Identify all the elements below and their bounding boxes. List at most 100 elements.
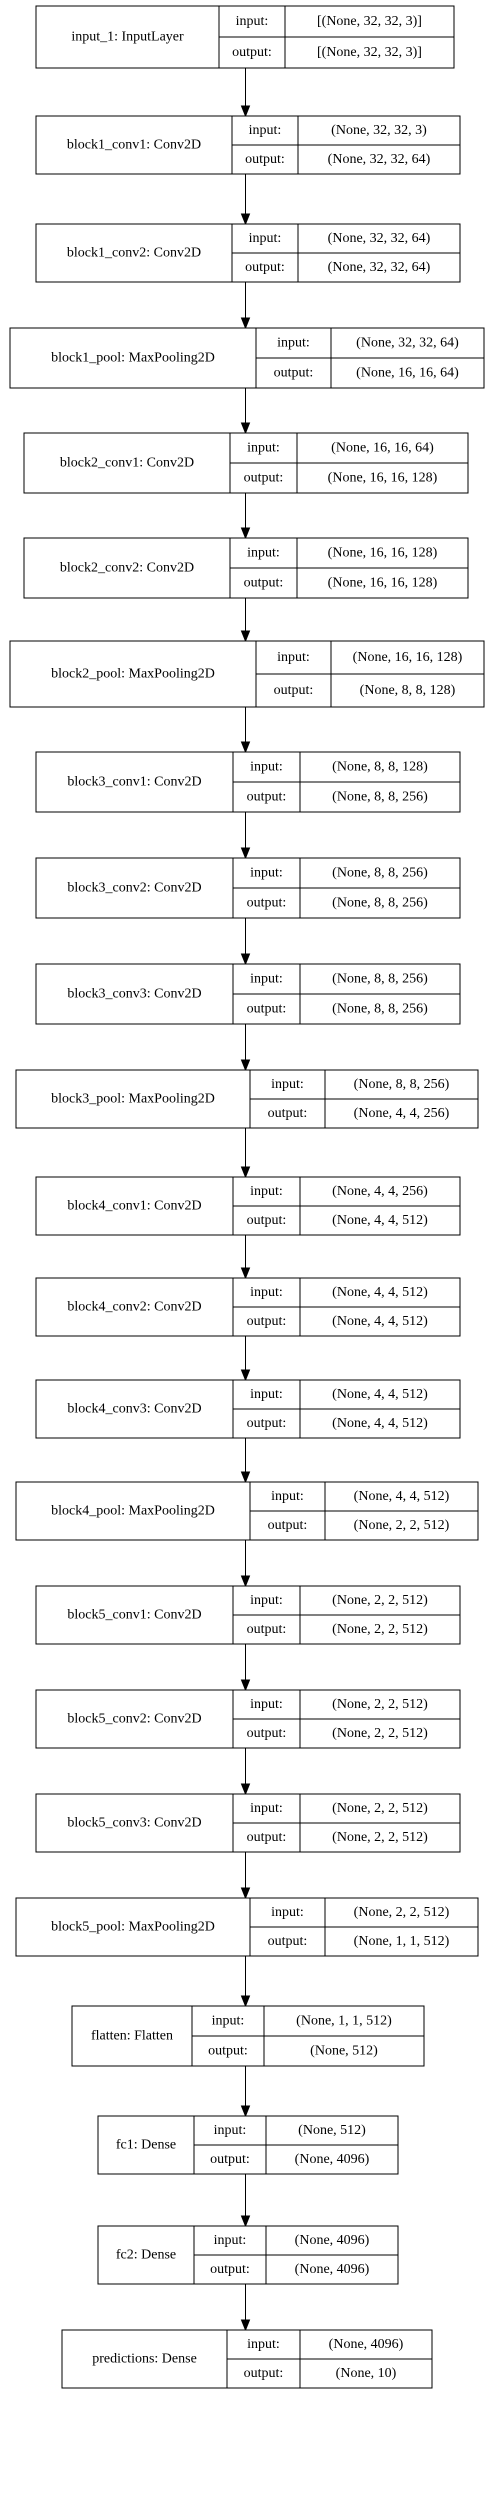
- layer-name: block2_conv2: Conv2D: [60, 561, 194, 576]
- arrow-head-icon: [240, 1166, 251, 1179]
- layer-name: block1_pool: MaxPooling2D: [51, 351, 215, 366]
- layer-node: block5_pool: MaxPooling2D input: output: (N…: [15, 1897, 479, 1957]
- input-shape: (None, 4, 4, 512): [332, 1285, 428, 1300]
- arrow-head-icon: [240, 1575, 251, 1588]
- input-shape: (None, 16, 16, 64): [331, 441, 434, 456]
- output-label: output:: [247, 790, 287, 805]
- input-shape: (None, 32, 32, 64): [356, 336, 459, 351]
- layer-node: block4_conv1: Conv2D input: output: (None, …: [35, 1176, 461, 1236]
- input-shape: (None, 2, 2, 512): [332, 1593, 428, 1608]
- layer-node: block1_conv2: Conv2Dinput:output:(None, …: [35, 223, 461, 283]
- input-shape: (None, 32, 32, 3): [331, 123, 427, 138]
- output-label: output:: [244, 471, 284, 486]
- input-shape: (None, 2, 2, 512): [332, 1697, 428, 1712]
- input-shape: (None, 16, 16, 128): [353, 650, 463, 665]
- arrow-head-icon: [240, 1995, 251, 2008]
- layer-name: block3_pool: MaxPooling2D: [51, 1092, 215, 1107]
- layer-name: flatten: Flatten: [91, 2029, 173, 2044]
- output-label: output:: [247, 896, 287, 911]
- layer-name: fc2: Dense: [116, 2248, 176, 2263]
- layer-name: block4_conv3: Conv2D: [67, 1402, 201, 1417]
- layer-node: block5_conv2: Conv2Dinput:output:(None, …: [35, 1689, 461, 1749]
- layer-name: block4_conv1: Conv2D: [67, 1199, 201, 1214]
- input-label: input:: [236, 14, 269, 29]
- output-label: output:: [245, 260, 285, 275]
- output-shape: (None, 2, 2, 512): [332, 1622, 428, 1637]
- output-shape: (None, 4096): [295, 2152, 370, 2167]
- output-shape: (None, 4, 4, 512): [332, 1416, 428, 1431]
- output-label: output:: [247, 1622, 287, 1637]
- output-label: output:: [232, 45, 272, 60]
- input-shape: (None, 8, 8, 256): [332, 866, 428, 881]
- input-shape: (None, 1, 1, 512): [296, 2014, 392, 2029]
- input-shape: (None, 32, 32, 64): [328, 231, 431, 246]
- input-label: input:: [250, 1184, 283, 1199]
- layer-node: block4_conv3: Conv2Dinput:output:(None, …: [35, 1379, 461, 1439]
- input-shape: (None, 2, 2, 512): [354, 1905, 450, 1920]
- layer-name: block1_conv2: Conv2D: [67, 246, 201, 261]
- input-shape: (None, 4, 4, 256): [332, 1184, 428, 1199]
- input-label: input:: [277, 650, 310, 665]
- output-label: output:: [244, 2366, 284, 2381]
- arrow-head-icon: [240, 527, 251, 540]
- layer-name: block2_pool: MaxPooling2D: [51, 667, 215, 682]
- output-label: output:: [247, 1314, 287, 1329]
- layer-name: block5_conv3: Conv2D: [67, 1816, 201, 1831]
- layer-name: block3_conv1: Conv2D: [67, 775, 201, 790]
- input-shape: (None, 4096): [329, 2337, 404, 2352]
- arrow-head-icon: [240, 741, 251, 754]
- arrow-head-icon: [240, 630, 251, 643]
- output-label: output:: [274, 683, 314, 698]
- input-shape: (None, 4096): [295, 2233, 370, 2248]
- arrow-head-icon: [240, 847, 251, 860]
- layer-node: block5_conv3: Conv2Dinput:output:(None, …: [35, 1793, 461, 1853]
- output-label: output:: [247, 1416, 287, 1431]
- input-shape: (None, 2, 2, 512): [332, 1801, 428, 1816]
- layer-node: block2_conv2: Conv2Dinput:output:(None, …: [23, 537, 469, 599]
- input-label: input:: [247, 441, 280, 456]
- arrow-head-icon: [240, 317, 251, 330]
- layer-node: block3_pool: MaxPooling2Dinput:output:(N…: [15, 1069, 479, 1129]
- input-label: input:: [271, 1905, 304, 1920]
- output-shape: (None, 2, 2, 512): [332, 1726, 428, 1741]
- input-shape: (None, 8, 8, 128): [332, 760, 428, 775]
- input-label: input:: [250, 1285, 283, 1300]
- output-label: output:: [245, 152, 285, 167]
- input-label: input:: [250, 866, 283, 881]
- input-label: input:: [271, 1077, 304, 1092]
- input-shape: (None, 4, 4, 512): [354, 1489, 450, 1504]
- output-label: output:: [247, 1213, 287, 1228]
- output-shape: (None, 2, 2, 512): [332, 1830, 428, 1845]
- output-label: output:: [210, 2262, 250, 2277]
- layer-name: block3_conv3: Conv2D: [67, 987, 201, 1002]
- output-shape: (None, 16, 16, 128): [328, 471, 438, 486]
- layer-name: fc1: Dense: [116, 2138, 176, 2153]
- output-label: output:: [208, 2044, 248, 2059]
- arrow-head-icon: [240, 2215, 251, 2228]
- output-label: output:: [274, 366, 314, 381]
- output-shape: (None, 8, 8, 256): [332, 790, 428, 805]
- layer-node: block4_pool: MaxPooling2Dinput:output:(N…: [15, 1481, 479, 1541]
- layer-node: block2_conv1: Conv2D input: output: (None, …: [23, 432, 469, 494]
- arrow-head-icon: [240, 2105, 251, 2118]
- arrow-head-icon: [240, 1267, 251, 1280]
- input-shape: (None, 8, 8, 256): [332, 972, 428, 987]
- output-label: output:: [268, 1934, 308, 1949]
- layer-name: block2_conv1: Conv2D: [60, 456, 194, 471]
- input-label: input:: [271, 1489, 304, 1504]
- output-shape: (None, 32, 32, 64): [328, 260, 431, 275]
- arrow-head-icon: [240, 213, 251, 226]
- arrow-head-icon: [240, 953, 251, 966]
- output-shape: (None, 32, 32, 64): [328, 152, 431, 167]
- layer-name: block5_pool: MaxPooling2D: [51, 1920, 215, 1935]
- arrow-head-icon: [240, 422, 251, 435]
- output-shape: (None, 4, 4, 256): [354, 1106, 450, 1121]
- layer-node: block1_pool: MaxPooling2D input: output: (N…: [9, 327, 485, 389]
- layer-node: block3_conv1: Conv2Dinput:output:(None, …: [35, 751, 461, 813]
- input-label: input:: [277, 336, 310, 351]
- input-label: input:: [250, 1593, 283, 1608]
- layer-node: block2_pool: MaxPooling2D input: output: (N…: [9, 640, 485, 708]
